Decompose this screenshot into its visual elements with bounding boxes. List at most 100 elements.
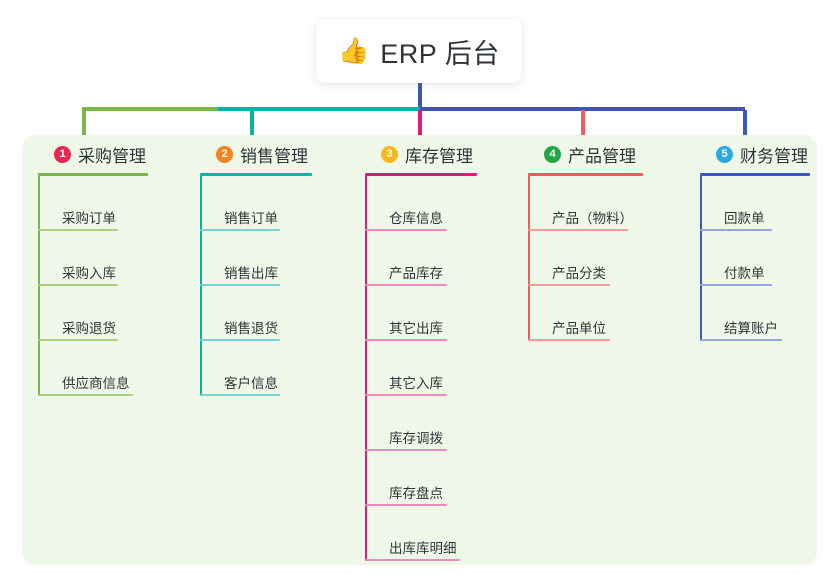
drop-inventory [418, 110, 422, 141]
branch-number-badge: 2 [216, 145, 233, 163]
leaf-item[interactable]: 库存调拨 [365, 396, 477, 451]
thumbs-up-icon: 👍 [338, 37, 370, 65]
drop-purchasing [82, 110, 86, 141]
branch-header-underline [700, 173, 810, 176]
leaf-item-underline [200, 339, 280, 341]
branch-title: 库存管理 [405, 146, 473, 166]
branch-items: 销售订单销售出库销售退货客户信息 [200, 176, 312, 396]
leaf-item-underline [365, 339, 447, 341]
leaf-item-label: 供应商信息 [62, 375, 130, 391]
leaf-item-label: 产品库存 [389, 265, 443, 281]
drop-sales [250, 110, 254, 141]
leaf-item[interactable]: 采购订单 [38, 176, 148, 231]
trunk-connector [418, 83, 422, 110]
branch-title: 采购管理 [78, 146, 146, 166]
root-node-title: ERP 后台 [380, 38, 500, 69]
leaf-item-label: 其它入库 [389, 375, 443, 391]
branch-column-4: 4 产品管理产品（物料） 产品分类产品单位 [528, 141, 643, 341]
branch-header-5[interactable]: 5 财务管理 [700, 141, 810, 167]
leaf-item[interactable]: 采购入库 [38, 231, 148, 286]
branch-title: 产品管理 [568, 146, 636, 166]
leaf-item[interactable]: 结算账户 [700, 286, 810, 341]
branch-items: 产品（物料） 产品分类产品单位 [528, 176, 643, 341]
leaf-item[interactable]: 出库库明细 [365, 506, 477, 561]
leaf-item[interactable]: 产品（物料） [528, 176, 643, 231]
leaf-item-underline [38, 394, 133, 396]
leaf-item-label: 产品分类 [552, 265, 606, 281]
leaf-item[interactable]: 客户信息 [200, 341, 312, 396]
leaf-item[interactable]: 销售订单 [200, 176, 312, 231]
bus-segment-indigo [420, 107, 745, 111]
leaf-item-label: 产品（物料） [552, 210, 633, 226]
leaf-item-underline [200, 394, 280, 396]
leaf-item-underline [365, 394, 447, 396]
leaf-item[interactable]: 供应商信息 [38, 341, 148, 396]
drop-product [581, 110, 585, 141]
leaf-item-underline [365, 559, 460, 561]
branch-header-underline [38, 173, 148, 176]
leaf-item[interactable]: 销售出库 [200, 231, 312, 286]
leaf-item-underline [38, 284, 118, 286]
leaf-item-label: 结算账户 [724, 320, 778, 336]
leaf-item-label: 销售出库 [224, 265, 278, 281]
branch-header-underline [528, 173, 643, 176]
branch-number-badge: 4 [544, 145, 561, 163]
leaf-item-underline [365, 284, 447, 286]
leaf-item[interactable]: 采购退货 [38, 286, 148, 341]
leaf-item-underline [365, 229, 447, 231]
leaf-item[interactable]: 其它出库 [365, 286, 477, 341]
leaf-item-underline [365, 449, 447, 451]
branch-header-3[interactable]: 3 库存管理 [365, 141, 477, 167]
branch-column-5: 5 财务管理回款单付款单结算账户 [700, 141, 810, 341]
branch-spine [365, 176, 367, 561]
branch-header-underline [365, 173, 477, 176]
leaf-item-label: 采购退货 [62, 320, 116, 336]
leaf-item-label: 采购订单 [62, 210, 116, 226]
leaf-item-label: 产品单位 [552, 320, 606, 336]
leaf-item-underline [365, 504, 447, 506]
leaf-item-underline [200, 284, 280, 286]
branch-spine [38, 176, 40, 396]
leaf-item-label: 库存盘点 [389, 485, 443, 501]
leaf-item-label: 客户信息 [224, 375, 278, 391]
bus-segment-green [82, 107, 218, 111]
leaf-item[interactable]: 销售退货 [200, 286, 312, 341]
branch-title: 财务管理 [740, 146, 808, 166]
branch-items: 回款单付款单结算账户 [700, 176, 810, 341]
leaf-item[interactable]: 付款单 [700, 231, 810, 286]
leaf-item[interactable]: 产品库存 [365, 231, 477, 286]
leaf-item-underline [528, 229, 628, 231]
drop-finance [743, 110, 747, 141]
branch-number-badge: 3 [381, 145, 398, 163]
branch-column-3: 3 库存管理仓库信息产品库存其它出库其它入库库存调拨库存盘点出库库明细 [365, 141, 477, 561]
leaf-item-underline [200, 229, 280, 231]
branch-spine [200, 176, 202, 396]
leaf-item[interactable]: 产品分类 [528, 231, 643, 286]
branch-spine [528, 176, 530, 341]
leaf-item-label: 销售退货 [224, 320, 278, 336]
leaf-item-label: 回款单 [724, 210, 765, 226]
leaf-item[interactable]: 库存盘点 [365, 451, 477, 506]
leaf-item-label: 付款单 [724, 265, 765, 281]
leaf-item[interactable]: 产品单位 [528, 286, 643, 341]
leaf-item-label: 采购入库 [62, 265, 116, 281]
leaf-item[interactable]: 仓库信息 [365, 176, 477, 231]
bus-segment-teal [218, 107, 420, 111]
branch-header-underline [200, 173, 312, 176]
branch-number-badge: 5 [716, 145, 733, 163]
leaf-item[interactable]: 回款单 [700, 176, 810, 231]
branch-items: 仓库信息产品库存其它出库其它入库库存调拨库存盘点出库库明细 [365, 176, 477, 561]
branch-header-4[interactable]: 4 产品管理 [528, 141, 643, 167]
branch-items: 采购订单采购入库采购退货供应商信息 [38, 176, 148, 396]
root-node-card[interactable]: 👍 ERP 后台 [316, 19, 522, 83]
leaf-item-underline [700, 284, 772, 286]
branch-spine [700, 176, 702, 341]
leaf-item-label: 仓库信息 [389, 210, 443, 226]
leaf-item[interactable]: 其它入库 [365, 341, 477, 396]
leaf-item-label: 库存调拨 [389, 430, 443, 446]
